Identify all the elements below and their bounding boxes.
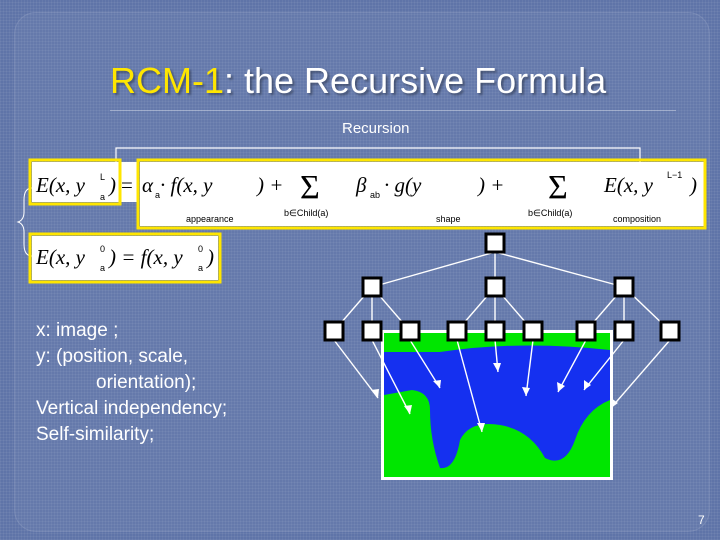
svg-text:E(x, y: E(x, y	[603, 173, 654, 197]
tree-node-leaf	[399, 320, 421, 342]
equals-white-bg	[118, 162, 138, 202]
svg-text:b∈Child(a): b∈Child(a)	[284, 208, 328, 218]
svg-text:ab: ab	[370, 190, 380, 200]
svg-text:· g(y: · g(y	[384, 173, 422, 197]
title-underline	[110, 110, 676, 111]
bullet-item: orientation);	[96, 372, 197, 393]
tree-nodes	[323, 232, 681, 342]
svg-text:0: 0	[198, 244, 203, 254]
svg-text:L−1: L−1	[667, 170, 682, 180]
object-blue-region	[384, 345, 610, 469]
svg-text:Σ: Σ	[548, 169, 568, 206]
svg-text:) = f(x, y: ) = f(x, y	[108, 245, 183, 269]
svg-text:β: β	[355, 173, 367, 197]
tree-arrowheads	[371, 363, 618, 432]
svg-text:a: a	[100, 263, 105, 273]
equation-brace	[16, 187, 33, 257]
tree-node	[613, 276, 635, 298]
svg-text:): )	[206, 245, 214, 269]
svg-text:a: a	[100, 192, 105, 202]
recursion-label: Recursion	[342, 120, 410, 137]
svg-text:E(x, y: E(x, y	[35, 173, 86, 197]
tree-node-leaf	[446, 320, 468, 342]
svg-text:L: L	[100, 172, 105, 182]
svg-text:) +: ) +	[477, 173, 504, 197]
base-white-bg	[32, 236, 218, 280]
svg-text:· f(x, y: · f(x, y	[160, 173, 213, 197]
recursive-equation: E(x, y a L ) = α a · f(x, y ) + Σ b∈Chil…	[35, 169, 697, 224]
svg-text:a: a	[155, 190, 160, 200]
bullet-item: x: image ;	[36, 320, 119, 341]
base-equation: E(x, y a 0 ) = f(x, y a 0 )	[35, 244, 214, 273]
bullet-item: Self-similarity;	[36, 424, 155, 445]
tree-node	[361, 276, 383, 298]
lhs-highlight-box	[28, 158, 122, 206]
svg-text:0: 0	[100, 244, 105, 254]
bullet-item: Vertical independency;	[36, 398, 228, 419]
composition-label: composition	[613, 214, 661, 224]
tree-node-leaf	[323, 320, 345, 342]
tree-node	[484, 276, 506, 298]
svg-text:α: α	[142, 173, 154, 197]
svg-text:=: =	[121, 173, 133, 197]
appearance-label: appearance	[186, 214, 234, 224]
tree-node-leaf	[522, 320, 544, 342]
bullet-item: y: (position, scale,	[36, 346, 189, 367]
recursion-bracket	[115, 147, 641, 162]
tree-node-leaf	[613, 320, 635, 342]
tree-node-leaf	[659, 320, 681, 342]
svg-text:b∈Child(a): b∈Child(a)	[528, 208, 572, 218]
shape-label: shape	[436, 214, 461, 224]
bullet-list: x: image ; y: (position, scale, orientat…	[36, 318, 227, 448]
page-number: 7	[698, 513, 705, 527]
title-highlight: RCM-1	[110, 60, 224, 101]
slide-title: RCM-1: the Recursive Formula	[110, 60, 606, 102]
svg-text:) +: ) +	[256, 173, 283, 197]
tree-node-leaf	[484, 320, 506, 342]
tree-node-leaf	[575, 320, 597, 342]
svg-text:E(x, y: E(x, y	[35, 245, 86, 269]
base-highlight-box	[28, 232, 222, 284]
segmentation-image	[381, 330, 613, 480]
rhs-white-bg	[140, 162, 704, 226]
tree-node-leaf	[361, 320, 383, 342]
lhs-white-bg	[32, 162, 118, 202]
tree-node-root	[484, 232, 506, 254]
title-rest: : the Recursive Formula	[224, 60, 607, 101]
svg-text:): )	[689, 173, 697, 197]
svg-text:): )	[108, 173, 116, 197]
svg-text:a: a	[198, 263, 203, 273]
svg-text:Σ: Σ	[300, 169, 320, 206]
rhs-highlight-box	[136, 158, 707, 230]
